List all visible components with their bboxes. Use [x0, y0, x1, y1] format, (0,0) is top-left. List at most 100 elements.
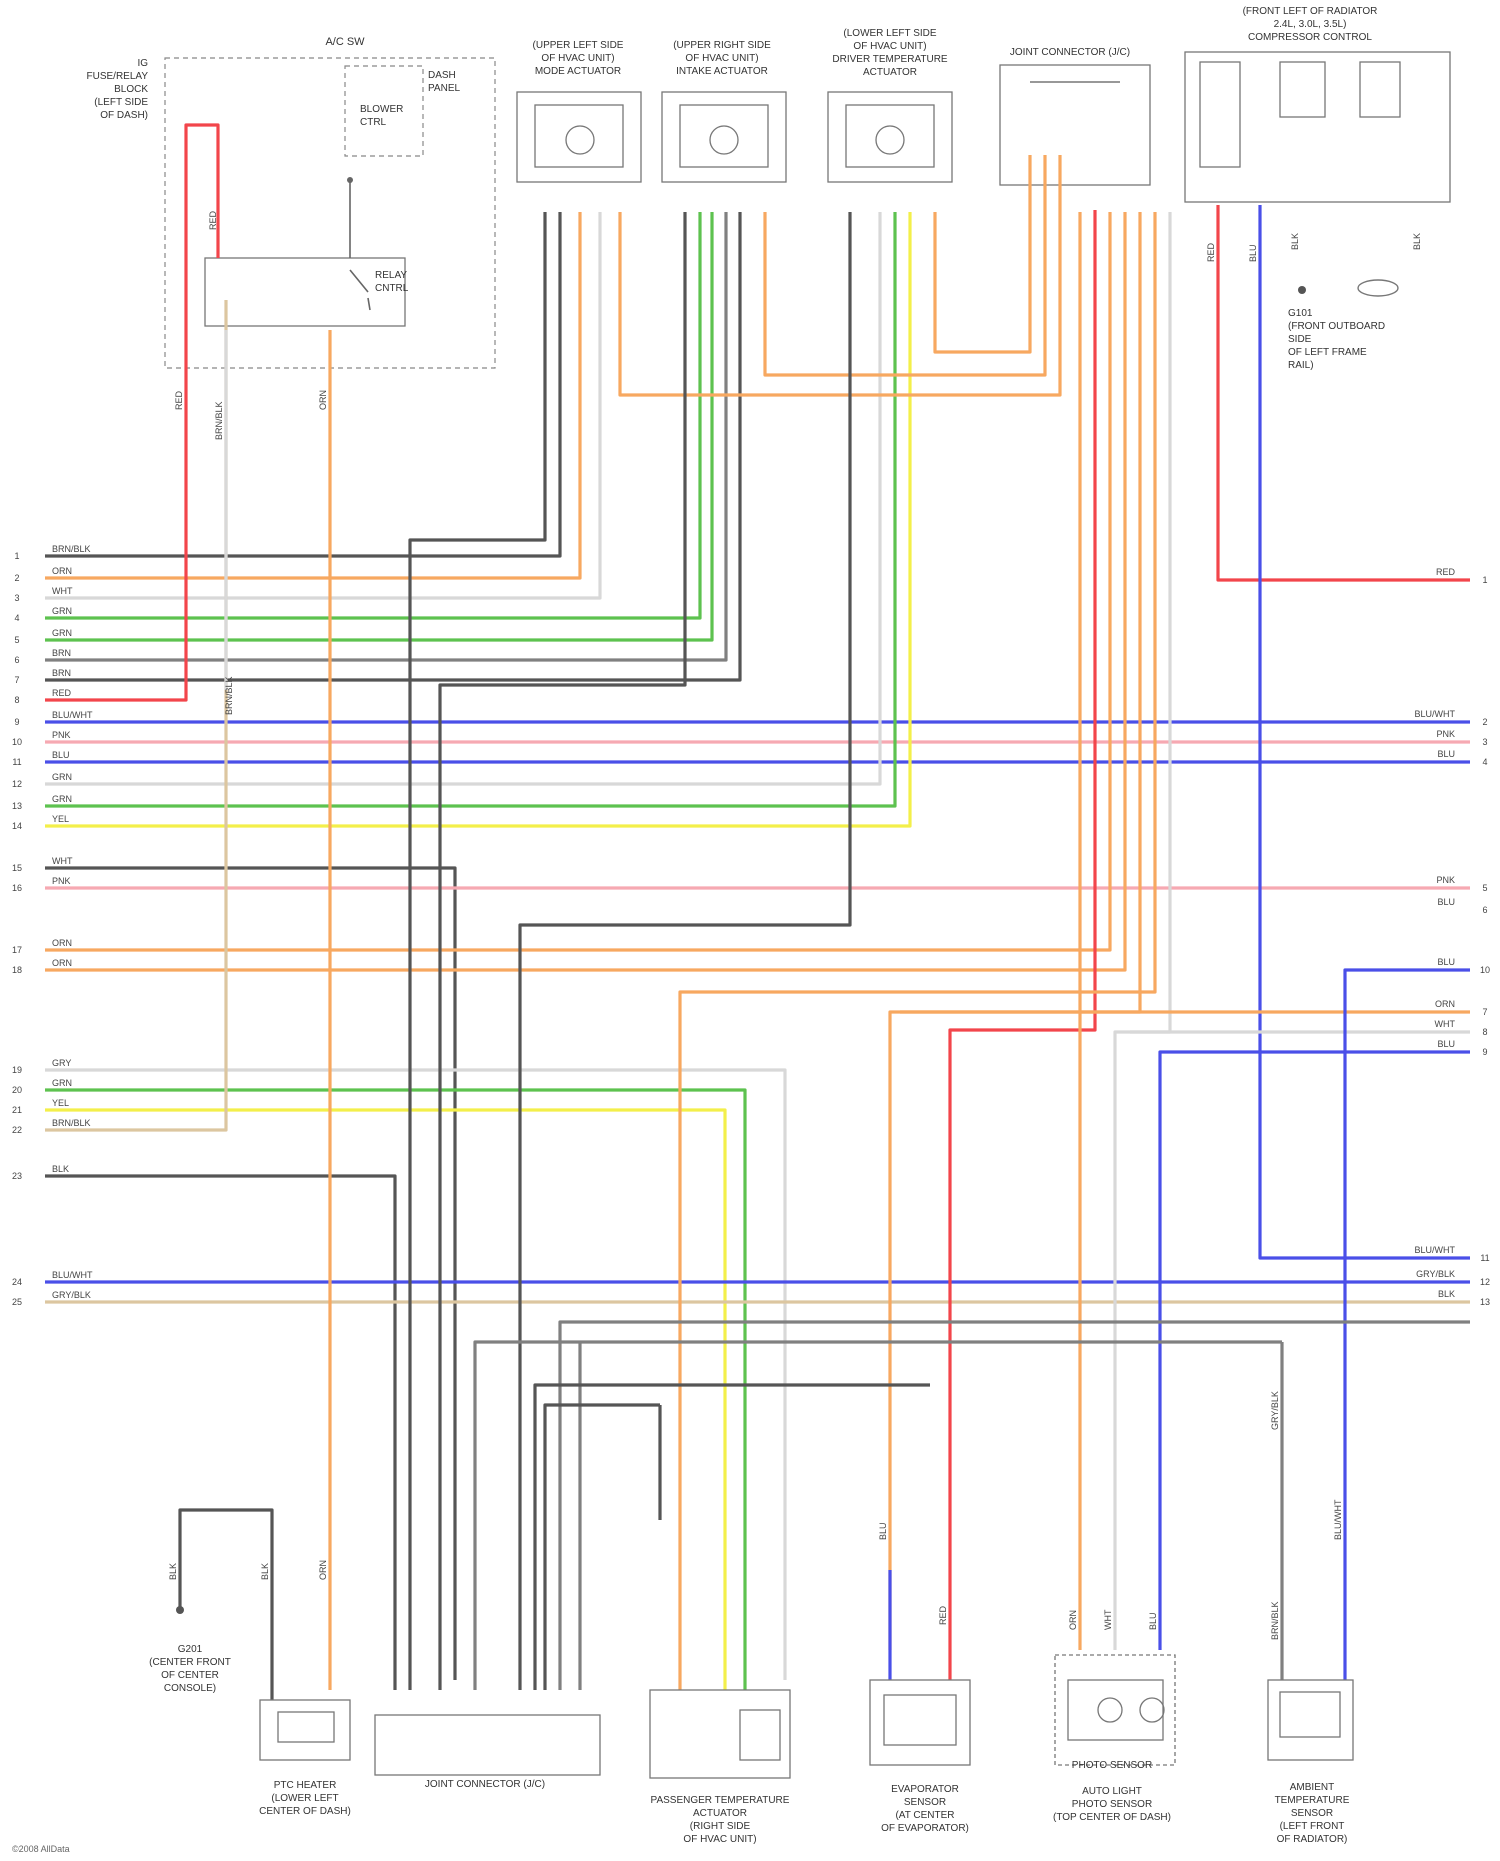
svg-text:2.4L, 3.0L, 3.5L): 2.4L, 3.0L, 3.5L) [1274, 19, 1347, 30]
left-pin-number: 13 [12, 801, 22, 811]
svg-text:COMPRESSOR CONTROL: COMPRESSOR CONTROL [1248, 32, 1372, 43]
left-wire-label: BRN [52, 648, 71, 658]
left-wire-label: GRN [52, 772, 72, 782]
svg-text:RELAY: RELAY [375, 270, 407, 281]
vlabel-comp-red: RED [1206, 242, 1216, 262]
left-pin-number: 22 [12, 1125, 22, 1135]
left-pin-number: 14 [12, 821, 22, 831]
vlabel-evap-red: RED [938, 1605, 948, 1625]
left-wire-label: YEL [52, 814, 69, 824]
svg-text:SENSOR: SENSOR [1291, 1808, 1333, 1819]
wire-brn-blk-1 [45, 212, 560, 556]
bottom-ground: G201 (CENTER FRONT OF CENTER CONSOLE) [149, 1606, 231, 1694]
ptc-heater: PTC HEATER (LOWER LEFT CENTER OF DASH) [259, 1700, 351, 1817]
clutch-coil-icon [1358, 280, 1398, 296]
left-pin-number: 23 [12, 1171, 22, 1181]
svg-text:EVAPORATOR: EVAPORATOR [891, 1784, 959, 1795]
right-wire-label: BLU/WHT [1415, 1245, 1456, 1255]
right-wire-label: BLU [1437, 957, 1455, 967]
evaporator-sensor: EVAPORATOR SENSOR (AT CENTER OF EVAPORAT… [870, 1680, 970, 1834]
right-wire-label: GRY/BLK [1416, 1269, 1455, 1279]
svg-text:CONSOLE): CONSOLE) [164, 1683, 216, 1694]
left-pin-number: 7 [14, 675, 19, 685]
left-pin-number: 19 [12, 1065, 22, 1075]
svg-text:(TOP CENTER OF DASH): (TOP CENTER OF DASH) [1053, 1812, 1171, 1823]
right-wire-label: BLU [1437, 749, 1455, 759]
vlabel-brn-low: BRN/BLK [224, 676, 234, 715]
vlabel-evap-blu: BLU [878, 1522, 888, 1540]
vlabel-comp-blk2: BLK [1412, 233, 1422, 250]
photo-sensor: PHOTO SENSOR AUTO LIGHT PHOTO SENSOR (TO… [1053, 1655, 1175, 1823]
vlabel-ptc-blk: BLK [260, 1563, 270, 1580]
left-pin-number: 25 [12, 1297, 22, 1307]
right-wire-label: BLU [1437, 1039, 1455, 1049]
vlabel-amb-gry: GRY/BLK [1270, 1391, 1280, 1430]
svg-text:(CENTER FRONT: (CENTER FRONT [149, 1657, 231, 1668]
vlabel-amb-blu: BLU/WHT [1333, 1499, 1343, 1540]
left-wire-label: GRN [52, 628, 72, 638]
wire-orn-2 [45, 212, 580, 578]
svg-text:CTRL: CTRL [360, 117, 387, 128]
right-wire-label: BLU [1437, 897, 1455, 907]
left-wire-label: BRN/BLK [52, 544, 91, 554]
svg-text:IG: IG [137, 58, 148, 69]
left-wire-label: GRY/BLK [52, 1290, 91, 1300]
svg-text:PHOTO SENSOR: PHOTO SENSOR [1072, 1799, 1152, 1810]
left-pin-number: 24 [12, 1277, 22, 1287]
left-pin-number: 12 [12, 779, 22, 789]
motor-icon [566, 126, 594, 154]
left-wire-label: BLU/WHT [52, 1270, 93, 1280]
left-wire-label: BLU/WHT [52, 710, 93, 720]
right-pin-number: 7 [1482, 1007, 1487, 1017]
right-pin-number: 10 [1480, 965, 1490, 975]
left-pin-number: 18 [12, 965, 22, 975]
svg-text:(AT CENTER: (AT CENTER [895, 1810, 954, 1821]
wire-layer [45, 125, 1470, 1700]
right-pin-number: 13 [1480, 1297, 1490, 1307]
left-wire-label: PNK [52, 876, 71, 886]
right-wire-label: BLU/WHT [1415, 709, 1456, 719]
left-wire-label: GRY [52, 1058, 71, 1068]
intake-actuator: (UPPER RIGHT SIDE OF HVAC UNIT) INTAKE A… [662, 40, 786, 182]
left-pin-number: 5 [14, 635, 19, 645]
svg-text:PASSENGER TEMPERATURE: PASSENGER TEMPERATURE [651, 1795, 790, 1806]
vlabel-gray-low: BRN/BLK [214, 401, 224, 440]
left-pin-number: 10 [12, 737, 22, 747]
svg-text:OF RADIATOR): OF RADIATOR) [1277, 1834, 1348, 1845]
svg-text:JOINT CONNECTOR (J/C): JOINT CONNECTOR (J/C) [1010, 47, 1130, 58]
vlabel-photo-orn: ORN [1068, 1610, 1078, 1630]
ac-switch-title: A/C SW [325, 36, 365, 48]
switch-contact-icon [350, 180, 370, 310]
wire-orn-jc2 [890, 212, 1140, 1650]
right-wire-label: WHT [1435, 1019, 1456, 1029]
svg-text:(LEFT SIDE: (LEFT SIDE [94, 97, 148, 108]
svg-text:JOINT CONNECTOR (J/C): JOINT CONNECTOR (J/C) [425, 1779, 545, 1790]
left-pin-number: 9 [14, 717, 19, 727]
right-pin-number: 3 [1482, 737, 1487, 747]
wire-yel-21 [45, 1110, 725, 1690]
svg-text:OF EVAPORATOR): OF EVAPORATOR) [881, 1823, 969, 1834]
motor-icon [710, 126, 738, 154]
left-wire-label: GRN [52, 606, 72, 616]
svg-text:BLOCK: BLOCK [114, 84, 148, 95]
wire-gray-b4 [545, 1405, 660, 1690]
relay-control-label: DASH PANEL BLOWER CTRL [360, 70, 460, 128]
wire-dark-b3 [535, 1385, 930, 1690]
vlabel-red-low: RED [174, 390, 184, 410]
wire-grn-13 [45, 212, 895, 806]
svg-text:(RIGHT SIDE: (RIGHT SIDE [690, 1821, 751, 1832]
svg-text:OF LEFT FRAME: OF LEFT FRAME [1288, 347, 1367, 358]
left-wire-label: BLK [52, 1164, 69, 1174]
svg-text:CENTER OF DASH): CENTER OF DASH) [259, 1806, 351, 1817]
left-wire-label: WHT [52, 586, 73, 596]
svg-text:(LOWER LEFT SIDE: (LOWER LEFT SIDE [843, 28, 936, 39]
right-wire-label: PNK [1436, 875, 1455, 885]
svg-text:MODE ACTUATOR: MODE ACTUATOR [535, 66, 621, 77]
motor-icon [876, 126, 904, 154]
right-pin-number: 12 [1480, 1277, 1490, 1287]
svg-text:G201: G201 [178, 1644, 203, 1655]
photodiode-icon [1098, 1698, 1122, 1722]
vlabel-red-top: RED [208, 210, 218, 230]
svg-text:OF HVAC UNIT): OF HVAC UNIT) [541, 53, 614, 64]
compressor-control: (FRONT LEFT OF RADIATOR 2.4L, 3.0L, 3.5L… [1185, 6, 1450, 296]
